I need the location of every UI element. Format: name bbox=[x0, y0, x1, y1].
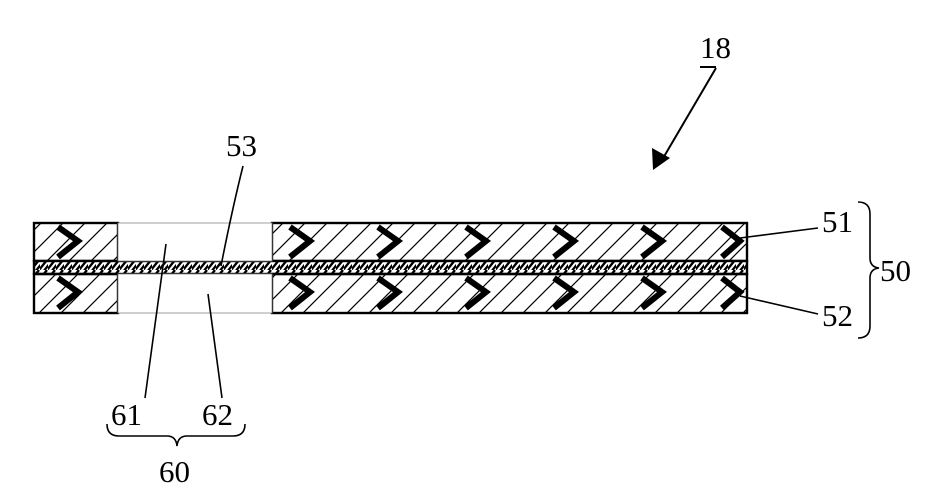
brace-50 bbox=[858, 202, 879, 338]
label-51: 51 bbox=[822, 204, 853, 239]
label-61: 61 bbox=[111, 397, 142, 432]
label-60: 60 bbox=[159, 454, 190, 489]
leader-52 bbox=[740, 296, 818, 314]
layer-53 bbox=[34, 261, 747, 274]
label-53: 53 bbox=[226, 128, 257, 163]
reference-arrow-18 bbox=[652, 67, 716, 170]
label-52: 52 bbox=[822, 298, 853, 333]
label-62: 62 bbox=[202, 397, 233, 432]
leader-51 bbox=[740, 228, 818, 238]
label-50: 50 bbox=[880, 253, 911, 288]
label-18: 18 bbox=[700, 30, 731, 65]
